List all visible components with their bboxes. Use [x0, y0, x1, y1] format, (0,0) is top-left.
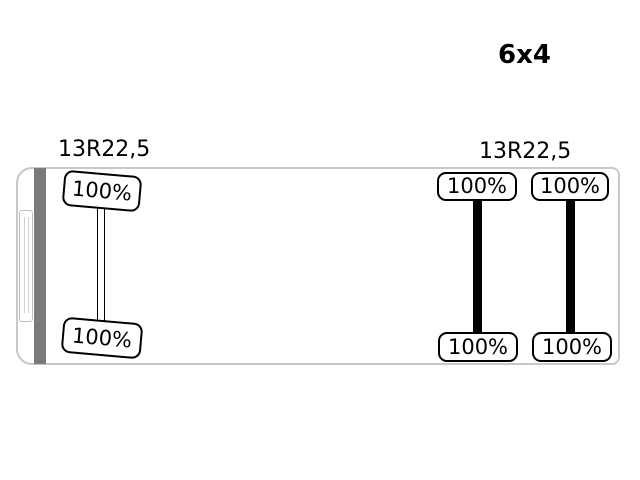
- rear-axle-2-left-tire[interactable]: 100%: [531, 172, 609, 201]
- rear-axle-1-shaft: [473, 200, 482, 334]
- front-axle-shaft: [97, 205, 105, 323]
- rear-axle-2-right-tire[interactable]: 100%: [532, 332, 612, 362]
- cab-strip: [34, 168, 46, 364]
- axle-configuration-label: 6x4: [498, 40, 551, 70]
- front-right-tire[interactable]: 100%: [60, 316, 144, 360]
- rear-axle-1-left-tire[interactable]: 100%: [437, 172, 517, 201]
- cab-window: [19, 210, 33, 322]
- rear-axle-2-shaft: [566, 200, 575, 334]
- front-left-tire[interactable]: 100%: [61, 169, 143, 213]
- rear-axle-1-right-tire[interactable]: 100%: [438, 332, 518, 362]
- rear-tire-size-label: 13R22,5: [479, 139, 572, 164]
- front-tire-size-label: 13R22,5: [58, 137, 151, 162]
- vehicle-chassis-outline: [16, 167, 620, 365]
